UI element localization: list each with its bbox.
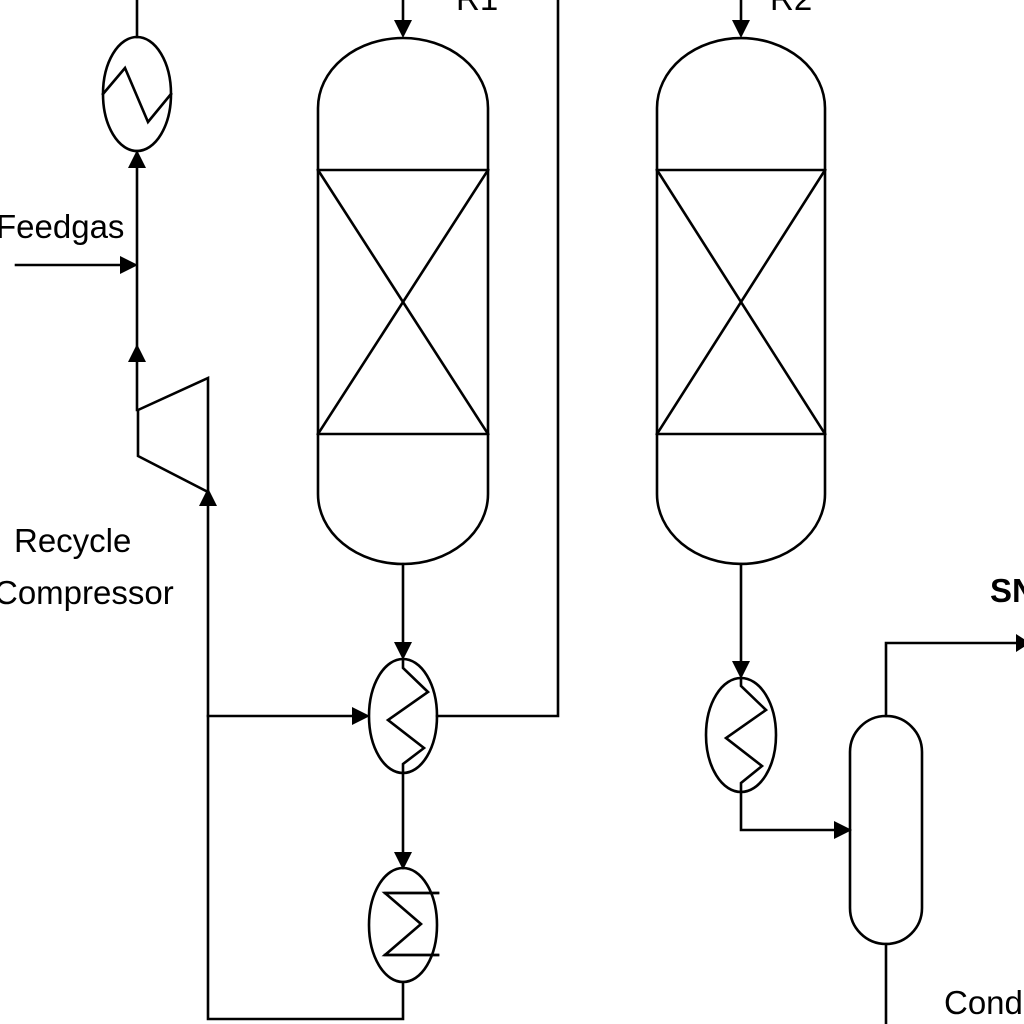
recycle-compressor-label-line1: Recycle xyxy=(14,522,131,559)
arrow-feedgas xyxy=(120,256,138,274)
recycle-compressor xyxy=(136,375,210,495)
arrow-into-r1 xyxy=(394,20,412,38)
reactor-2-label: R2 xyxy=(770,0,812,17)
arrow-into-r2 xyxy=(732,20,750,38)
arrow-r1-to-exchanger xyxy=(394,642,412,660)
arrow-compressor-discharge xyxy=(128,344,146,362)
arrow-r2-to-product-cooler xyxy=(732,661,750,679)
product-cooler xyxy=(704,676,778,794)
condensate-label: Condensate xyxy=(944,984,1024,1021)
separator-vessel xyxy=(848,714,924,946)
recycle-compressor-label-line2: Compressor xyxy=(0,574,174,611)
reactor-2 xyxy=(655,36,827,566)
preheater xyxy=(101,35,173,153)
arrow-into-preheater xyxy=(128,150,146,168)
cooler xyxy=(367,866,440,984)
feedgas-label: Feedgas xyxy=(0,208,124,245)
flow-arrows xyxy=(120,20,1024,870)
arrow-into-exchanger-shell xyxy=(352,707,370,725)
product-label: SNG xyxy=(990,572,1024,609)
arrow-exchanger-to-cooler xyxy=(394,852,412,870)
process-lines xyxy=(14,0,1024,1024)
feed-effluent-heat-exchanger xyxy=(367,657,439,775)
reactor-1-label: R1 xyxy=(456,0,498,17)
arrow-recycle-suction xyxy=(199,488,217,506)
arrow-into-separator xyxy=(834,821,852,839)
reactor-1 xyxy=(316,36,490,566)
arrow-product-out xyxy=(1016,634,1024,652)
